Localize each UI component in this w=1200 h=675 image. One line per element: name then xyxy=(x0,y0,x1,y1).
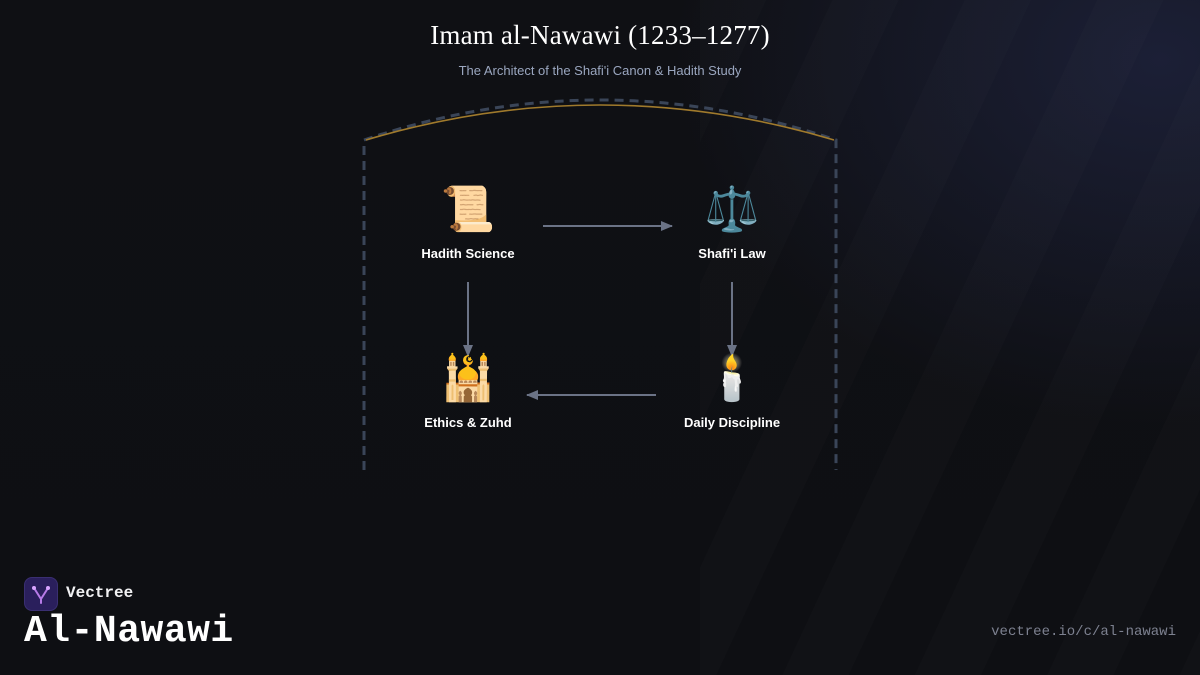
node-shafii-law: ⚖️ Shafi'i Law xyxy=(642,184,822,261)
node-label: Shafi'i Law xyxy=(698,246,766,261)
page-subtitle: The Architect of the Shafi'i Canon & Had… xyxy=(458,63,742,78)
scroll-icon: 📜 xyxy=(440,185,496,234)
mosque-icon: 🕌 xyxy=(440,354,496,403)
node-label: Daily Discipline xyxy=(683,415,781,430)
brand-name: Vectree xyxy=(66,584,134,602)
channel-name: Al-Nawawi xyxy=(24,610,234,653)
node-label: Ethics & Zuhd xyxy=(424,415,512,430)
page-title: Imam al-Nawawi (1233–1277) xyxy=(430,20,770,50)
vectree-logo-icon xyxy=(24,577,58,611)
frame-dashed-arch xyxy=(362,98,838,470)
node-ethics-zuhd: 🕌 Ethics & Zuhd xyxy=(378,353,558,430)
node-label: Hadith Science xyxy=(421,246,515,261)
candle-icon: 🕯️ xyxy=(704,354,760,403)
node-daily-discipline: 🕯️ Daily Discipline xyxy=(642,353,822,430)
channel-url[interactable]: vectree.io/c/al-nawawi xyxy=(991,624,1176,640)
frame-gold-arch xyxy=(365,104,835,141)
scales-icon: ⚖️ xyxy=(704,185,760,234)
node-hadith-science: 📜 Hadith Science xyxy=(378,184,558,261)
